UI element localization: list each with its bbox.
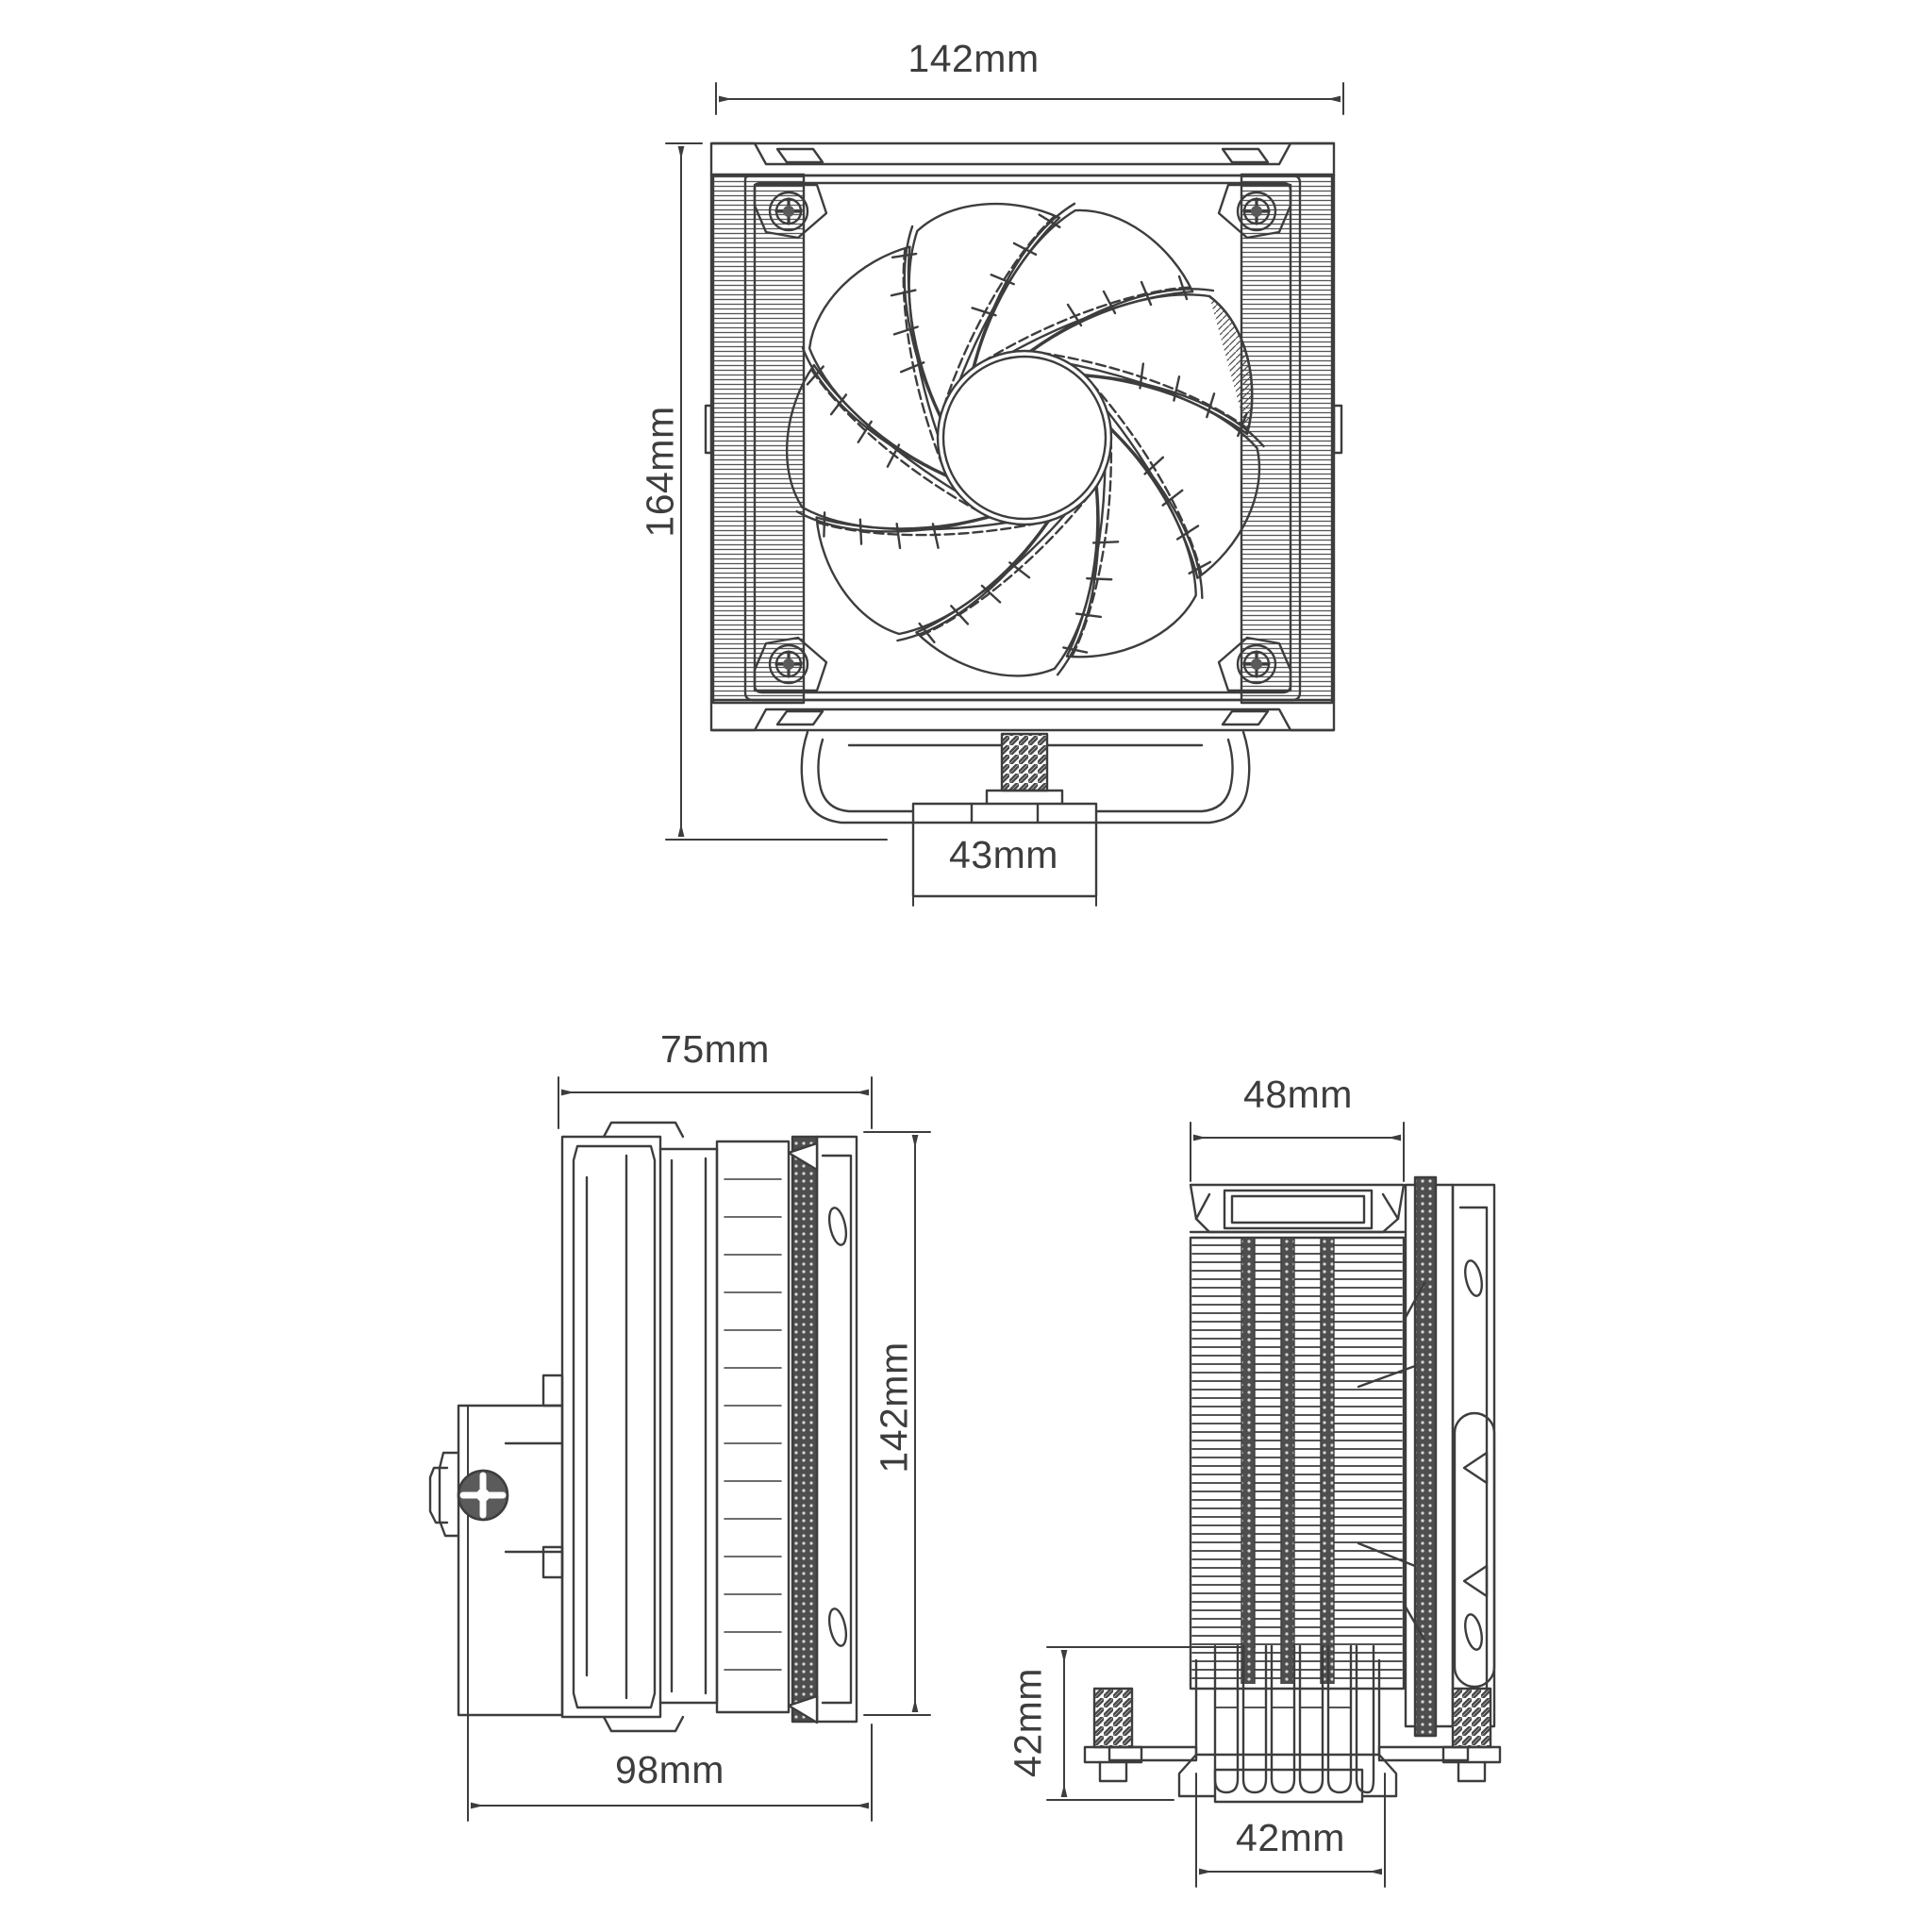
front-width-dimension [715, 82, 1344, 115]
side-height-dimension [863, 1131, 931, 1716]
front-view-geometry [665, 82, 1344, 907]
triangle-marker-lower [1462, 1564, 1489, 1598]
rear-bottom-dimension [1195, 1773, 1386, 1888]
front-mount-bracket [800, 730, 1251, 898]
dim-label-side-top: 75mm [660, 1027, 770, 1071]
fan-hub [936, 349, 1113, 526]
side-view-geometry [428, 1076, 931, 1822]
rear-top-cap [1189, 1183, 1406, 1234]
rear-left-dimension [1046, 1646, 1256, 1801]
rear-top-dimension [1190, 1122, 1405, 1182]
front-corner-screws [753, 183, 1292, 692]
rear-view-geometry [1046, 1122, 1502, 1888]
dim-label-rear-top: 48mm [1243, 1073, 1353, 1116]
front-height-dimension [665, 142, 888, 841]
dim-label-rear-bottom: 42mm [1236, 1816, 1345, 1859]
fan-blades [785, 202, 1265, 677]
side-mount-bracket [428, 1374, 564, 1717]
dim-label-front-height: 164mm [638, 406, 682, 538]
heat-pipes [1213, 1644, 1375, 1794]
dim-label-front-width: 142mm [908, 37, 1040, 80]
dim-label-front-base: 43mm [949, 833, 1058, 876]
triangle-marker-upper [1462, 1451, 1489, 1485]
dim-label-rear-left: 42mm [1006, 1668, 1050, 1777]
dim-label-side-height: 142mm [872, 1341, 916, 1474]
dim-label-side-bottom: 98mm [615, 1748, 724, 1791]
rear-base-block [1083, 1644, 1502, 1804]
side-top-dimension [558, 1076, 873, 1129]
